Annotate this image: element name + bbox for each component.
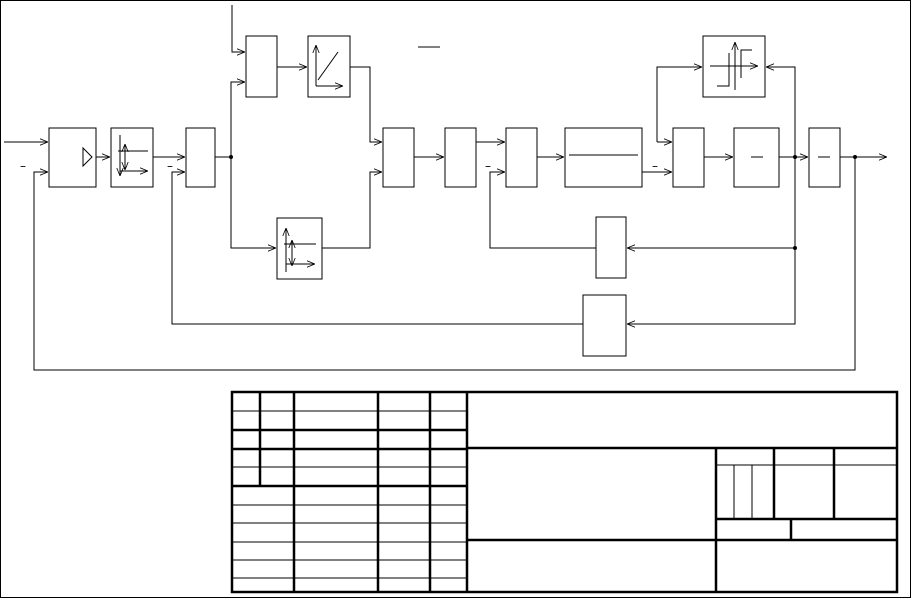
minus-sign: – xyxy=(485,159,491,173)
minus-sign: – xyxy=(20,159,26,173)
title-block-frame xyxy=(230,390,899,594)
minus-sign: – xyxy=(652,159,658,173)
title-block xyxy=(230,390,899,594)
summator-2 xyxy=(382,127,415,188)
ramp-block xyxy=(307,35,351,98)
minus-sign: – xyxy=(167,159,173,173)
summator-top xyxy=(245,35,278,98)
amplifier-block xyxy=(48,127,97,188)
relay-hysteresis-icon xyxy=(710,42,758,90)
feedback-block-2 xyxy=(582,294,627,357)
minus-signs: – – – – xyxy=(20,159,658,173)
block-8 xyxy=(564,127,643,188)
limiter-block-2 xyxy=(276,217,323,280)
summator-4 xyxy=(672,127,705,188)
saturation-icon-2 xyxy=(284,228,316,272)
ramp-icon xyxy=(316,45,343,86)
feedback-block-1 xyxy=(595,216,627,279)
summator-3 xyxy=(505,127,538,188)
amplifier-triangle-icon xyxy=(82,146,93,168)
block-6 xyxy=(444,127,477,188)
limiter-block-1 xyxy=(110,127,154,188)
summator-1 xyxy=(185,127,216,188)
blocks xyxy=(48,35,841,357)
saturation-icon-1 xyxy=(118,135,148,176)
signal-wires xyxy=(4,5,887,371)
